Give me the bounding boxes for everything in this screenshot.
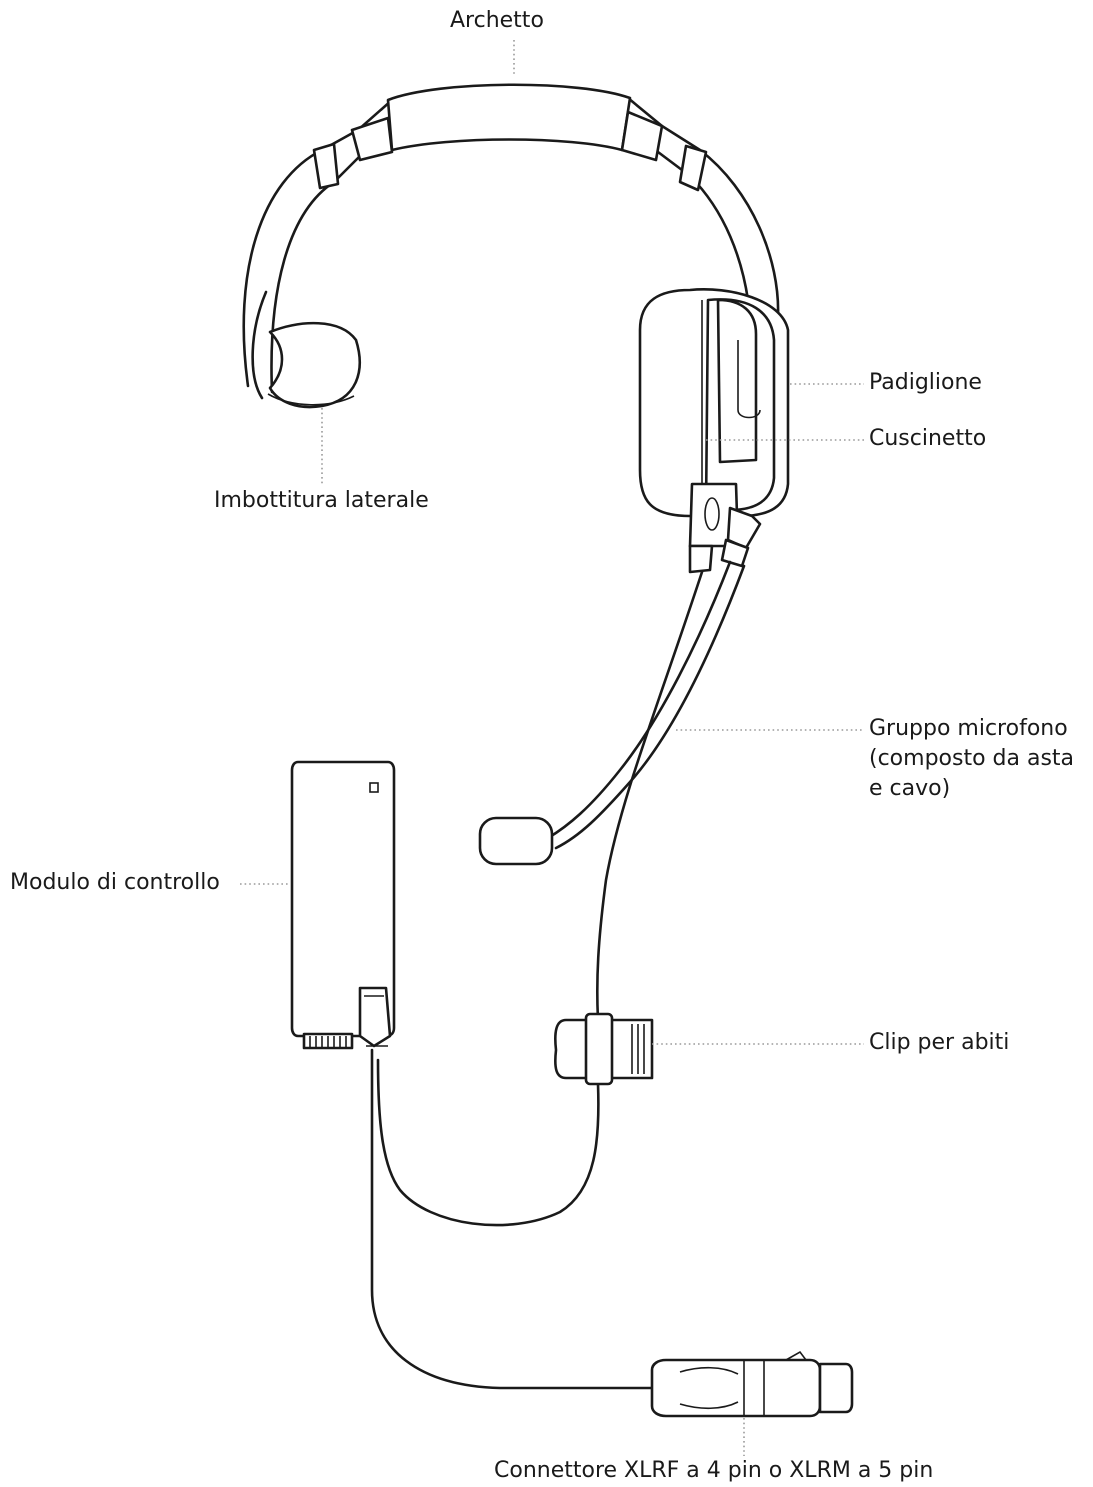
label-side-pad: Imbottitura laterale [214, 486, 429, 516]
label-ear-cushion: Cuscinetto [869, 424, 986, 454]
xlr-connector [652, 1352, 852, 1416]
side-pad [253, 292, 360, 407]
leader-lines [240, 40, 864, 1456]
control-module [292, 762, 394, 1048]
label-connector: Connettore XLRF a 4 pin o XLRM a 5 pin [494, 1456, 933, 1486]
cable [372, 572, 702, 1388]
mic-boom [480, 508, 760, 864]
label-clothing-clip: Clip per abiti [869, 1028, 1009, 1058]
label-headband: Archetto [450, 6, 544, 36]
clothing-clip [555, 1014, 652, 1084]
label-mic-line1: Gruppo microfono [869, 714, 1068, 744]
earcup [640, 289, 788, 572]
label-mic-line2: (composto da asta [869, 744, 1074, 774]
label-earcup: Padiglione [869, 368, 982, 398]
label-control-module: Modulo di controllo [10, 868, 220, 898]
label-mic-line3: e cavo) [869, 774, 950, 804]
